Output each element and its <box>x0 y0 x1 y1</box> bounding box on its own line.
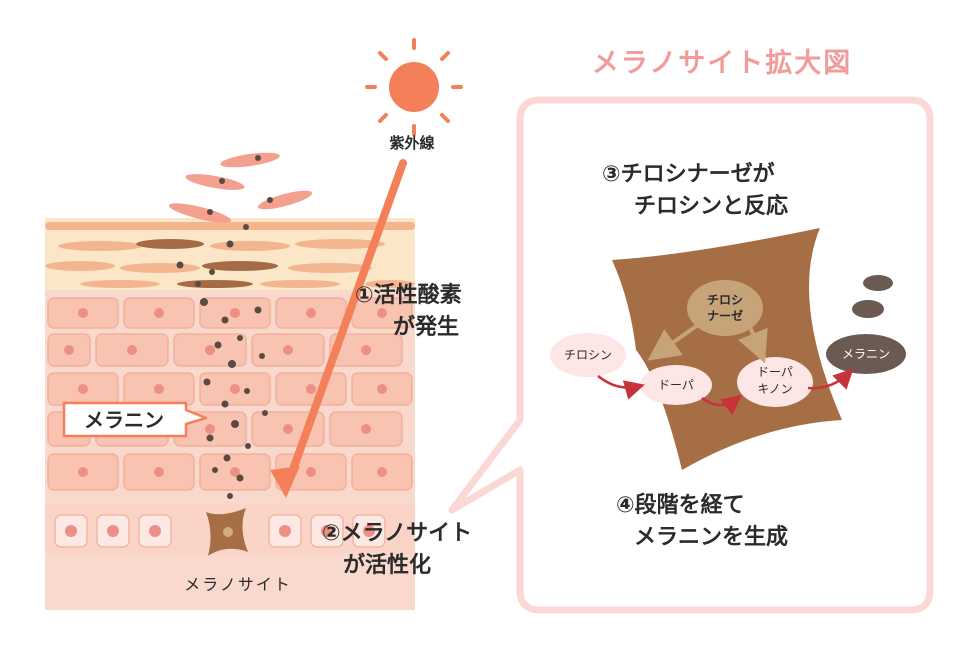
melanin-callout: メラニン <box>62 401 208 438</box>
tyrosinase-line1: チロシ <box>707 293 743 307</box>
flaking-cells <box>168 152 313 223</box>
step2-line2: が活性化 <box>343 552 431 578</box>
step4-line2: メラニンを生成 <box>634 525 788 550</box>
dopaquinone-line2: キノン <box>757 382 792 396</box>
spinous-cells <box>47 297 413 491</box>
melanin-callout-label: メラニン <box>84 408 164 432</box>
melanin-node-label: メラニン <box>842 347 890 361</box>
dopa-node <box>640 365 712 405</box>
step2-line1: ②メラノサイト <box>322 521 472 546</box>
melanocyte-in-skin <box>206 508 248 556</box>
step3-line1: ③チロシナーゼが <box>602 161 775 187</box>
dopaquinone-node <box>737 357 813 407</box>
melanin-granules <box>176 155 273 499</box>
tyrosine-node <box>550 333 626 377</box>
reaction-arrows <box>597 320 854 416</box>
tyrosinase-line2: ナーゼ <box>707 308 743 323</box>
uv-arrow <box>270 159 407 498</box>
melanocyte-enlarged <box>612 228 842 470</box>
tyrosine-label: チロシン <box>564 348 612 362</box>
melanin-node <box>826 334 906 374</box>
dopa-label: ドーパ <box>658 378 694 392</box>
step3-line2: チロシンと反応 <box>634 193 788 219</box>
zoom-title: メラノサイト拡大図 <box>592 48 852 79</box>
melanocyte-label: メラノサイト <box>184 575 292 594</box>
tyrosinase-node <box>687 280 763 336</box>
sun-icon <box>365 38 463 136</box>
uv-label: 紫外線 <box>389 134 434 152</box>
dopaquinone-line1: ドーパ <box>757 365 793 379</box>
corneum-layers <box>45 222 415 288</box>
melanin-granule <box>852 300 884 318</box>
melanin-granule <box>863 275 893 291</box>
step1-line1: ①活性酸素 <box>355 282 462 308</box>
step4-line1: ④段階を経て <box>616 492 745 518</box>
skin-cross-section <box>45 152 415 610</box>
step1-line2: が発生 <box>393 314 459 340</box>
